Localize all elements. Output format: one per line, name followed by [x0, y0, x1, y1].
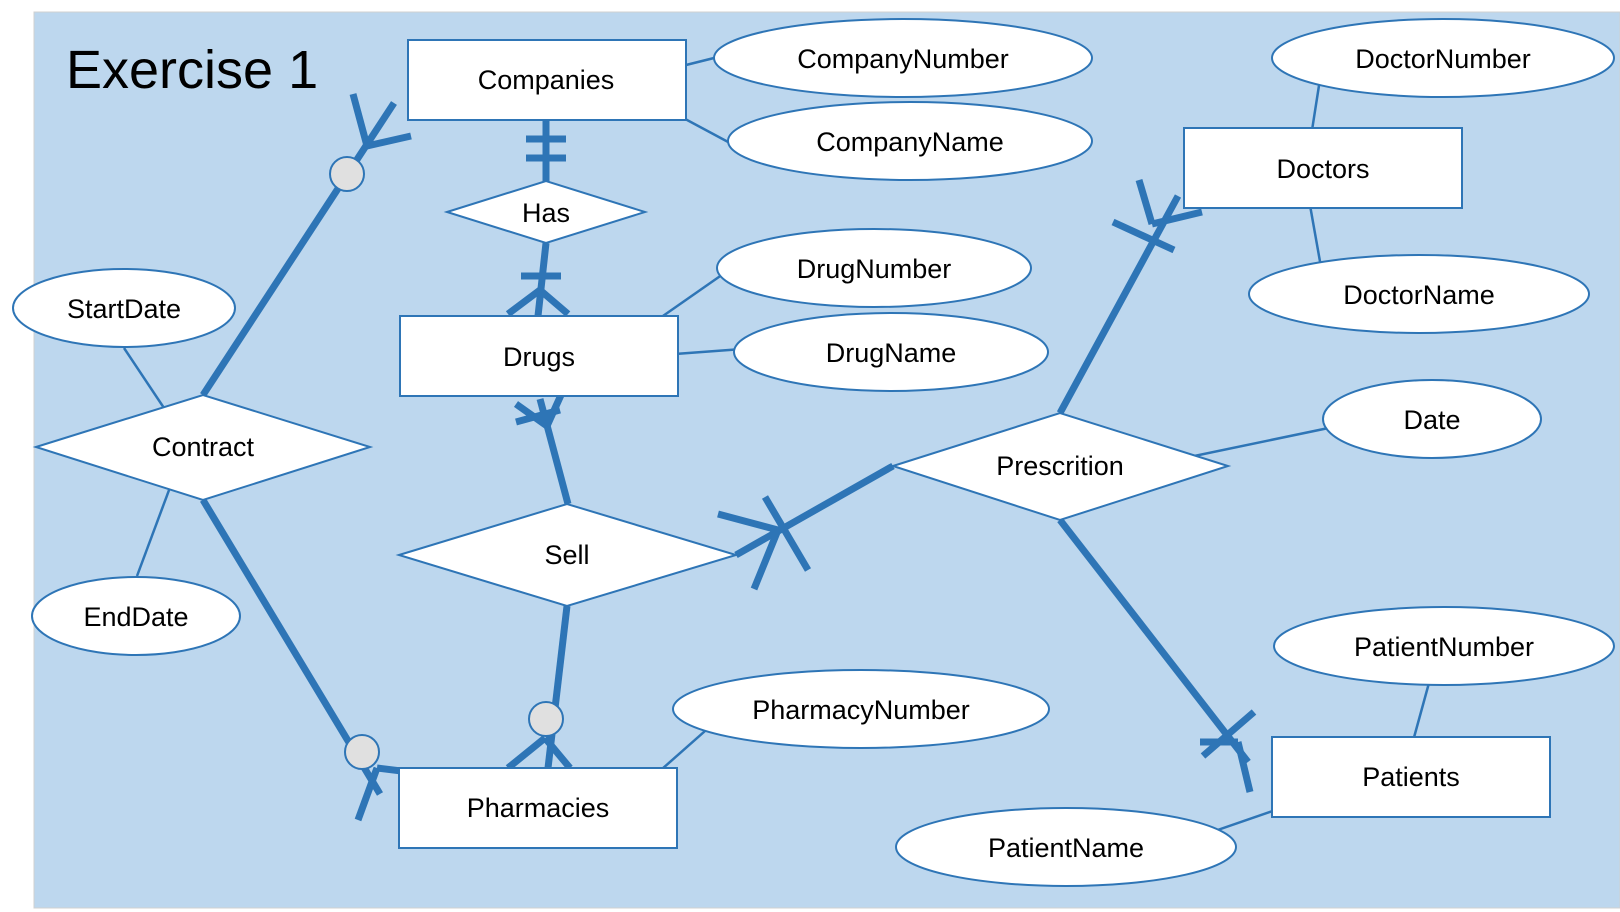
attribute-company-number[interactable]: CompanyNumber [713, 18, 1093, 98]
attribute-patient-number-label: PatientNumber [1354, 632, 1534, 662]
relationship-sell[interactable]: Sell [395, 502, 740, 608]
card-patients-bar [1200, 709, 1257, 759]
slide-title: Exercise 1 [66, 40, 318, 100]
card-doctors-toe1 [1135, 179, 1156, 225]
attribute-pharmacy-number-ellipse [672, 669, 1050, 749]
attribute-date-ellipse [1322, 379, 1542, 459]
attribute-doctor-number-ellipse [1271, 18, 1615, 98]
card-has-drugs-toe1 [505, 287, 543, 317]
attribute-doctor-name[interactable]: DoctorName [1248, 254, 1590, 334]
relationship-sell-label: Sell [544, 540, 589, 570]
entity-doctors-box [1183, 127, 1463, 209]
relationship-has-label: Has [522, 198, 570, 228]
entity-drugs-box [399, 315, 679, 397]
attribute-pharmacy-number-label: PharmacyNumber [752, 695, 970, 725]
attribute-start-date-label: StartDate [67, 294, 181, 324]
attribute-end-date-ellipse [31, 576, 241, 656]
relationship-has-diamond [443, 179, 649, 245]
card-patients-toe2 [1234, 741, 1254, 793]
entity-drugs-label: Drugs [503, 342, 575, 372]
card-contract-pharmacies-toe1 [354, 766, 381, 822]
entity-drugs[interactable]: Drugs [399, 315, 679, 397]
card-doctors-toe2 [1151, 208, 1203, 228]
attribute-date-label: Date [1403, 405, 1460, 435]
card-sell-prescrition-bar [761, 495, 812, 572]
optional-circle-companies [329, 156, 365, 192]
card-contract-companies-toe2 [366, 132, 412, 150]
attribute-start-date[interactable]: StartDate [12, 268, 236, 348]
attribute-company-name[interactable]: CompanyName [727, 101, 1093, 181]
entity-doctors[interactable]: Doctors [1183, 127, 1463, 209]
attribute-doctor-name-label: DoctorName [1343, 280, 1495, 310]
entity-patients[interactable]: Patients [1271, 736, 1551, 818]
attribute-company-number-ellipse [713, 18, 1093, 98]
line-prescrition-patients [1057, 517, 1251, 765]
card-doctors-bar [1111, 218, 1176, 254]
entity-doctors-label: Doctors [1276, 154, 1369, 184]
line-prescrition-doctors [1056, 194, 1182, 415]
attribute-date[interactable]: Date [1322, 379, 1542, 459]
attribute-doctor-number-label: DoctorNumber [1355, 44, 1531, 74]
attribute-doctor-name-ellipse [1248, 254, 1590, 334]
optional-circle-pharmacies-sell [528, 701, 564, 737]
relationship-contract-label: Contract [152, 432, 255, 462]
relationship-prescrition[interactable]: Prescrition [889, 411, 1232, 522]
attribute-drug-number-ellipse [716, 228, 1032, 308]
attribute-company-number-label: CompanyNumber [797, 44, 1009, 74]
attribute-drug-name-ellipse [733, 312, 1049, 392]
attribute-patient-number-ellipse [1273, 606, 1615, 686]
attribute-drug-number[interactable]: DrugNumber [716, 228, 1032, 308]
card-drugs-sell-toe2 [543, 393, 565, 428]
optional-circle-pharmacies-contract [344, 734, 380, 770]
entity-companies-label: Companies [478, 65, 615, 95]
card-has-drugs-toe2 [537, 287, 571, 317]
attribute-patient-name-label: PatientName [988, 833, 1144, 863]
attribute-patient-name-ellipse [895, 807, 1237, 887]
relationship-contract[interactable]: Contract [32, 393, 374, 502]
attribute-patient-name[interactable]: PatientName [895, 807, 1237, 887]
relationship-has[interactable]: Has [443, 179, 649, 245]
attribute-end-date[interactable]: EndDate [31, 576, 241, 656]
card-sell-pharmacies-toe1 [505, 735, 548, 771]
card-sell-prescrition-toe2 [750, 528, 782, 591]
attribute-end-date-label: EndDate [83, 602, 188, 632]
attribute-company-name-ellipse [727, 101, 1093, 181]
entity-companies[interactable]: Companies [407, 39, 687, 121]
attribute-drug-name[interactable]: DrugName [733, 312, 1049, 392]
entity-patients-label: Patients [1362, 762, 1460, 792]
attribute-company-name-label: CompanyName [816, 127, 1004, 157]
relationship-sell-diamond [395, 502, 740, 608]
relationship-prescrition-diamond [889, 411, 1232, 522]
attribute-patient-number[interactable]: PatientNumber [1273, 606, 1615, 686]
card-contract-companies-toe1 [349, 93, 371, 147]
attribute-start-date-ellipse [12, 268, 236, 348]
attribute-pharmacy-number[interactable]: PharmacyNumber [672, 669, 1050, 749]
card-sell-prescrition-toe1 [717, 510, 779, 534]
line-contract-companies [200, 101, 397, 397]
line-sell-prescrition [734, 462, 895, 559]
entity-pharmacies-box [398, 767, 678, 849]
attribute-drug-name-label: DrugName [826, 338, 957, 368]
entity-pharmacies-label: Pharmacies [467, 793, 610, 823]
attribute-doctor-number[interactable]: DoctorNumber [1271, 18, 1615, 98]
entity-pharmacies[interactable]: Pharmacies [398, 767, 678, 849]
relationship-contract-diamond [32, 393, 374, 502]
card-sell-pharmacies-toe2 [542, 735, 573, 771]
card-drugs-sell-toe1 [513, 401, 550, 429]
attribute-drug-number-label: DrugNumber [797, 254, 952, 284]
entity-patients-box [1271, 736, 1551, 818]
optional-circles [329, 156, 564, 770]
entity-companies-box [407, 39, 687, 121]
relationship-prescrition-label: Prescrition [996, 451, 1124, 481]
